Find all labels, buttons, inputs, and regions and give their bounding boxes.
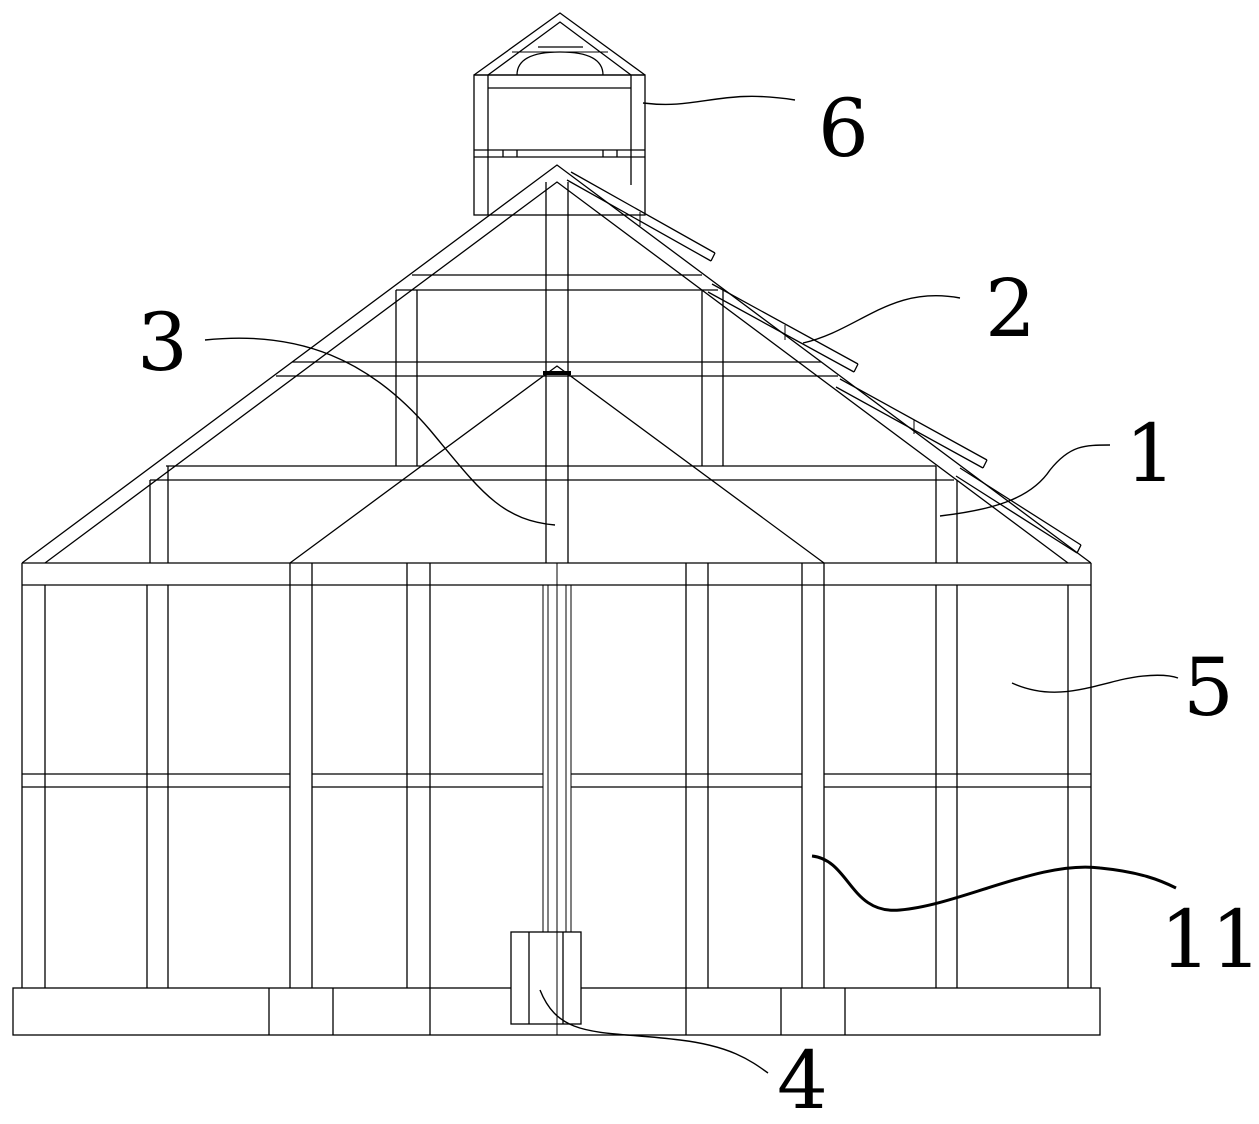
leader-3 xyxy=(204,337,556,526)
leader-4 xyxy=(539,989,769,1074)
leader-lines xyxy=(204,95,1179,1074)
leader-1 xyxy=(939,444,1111,517)
wall-frame xyxy=(21,563,1092,1035)
base-unit xyxy=(510,931,582,1025)
inner-gable xyxy=(289,365,825,564)
label-2: 2 xyxy=(985,262,1036,355)
label-4: 4 xyxy=(777,1034,828,1124)
leader-6 xyxy=(642,95,796,106)
label-6: 6 xyxy=(818,82,869,175)
label-11: 11 xyxy=(1160,893,1259,986)
label-3: 3 xyxy=(137,296,188,389)
ventilation-tower xyxy=(473,12,646,216)
main-roof xyxy=(21,164,1092,564)
reference-labels: 6 2 3 1 5 11 4 xyxy=(137,82,1259,1124)
leader-5 xyxy=(1011,674,1179,693)
label-5: 5 xyxy=(1183,641,1234,734)
label-1: 1 xyxy=(1125,407,1176,500)
leader-2 xyxy=(802,295,961,344)
leader-11 xyxy=(811,854,1177,912)
solar-panels xyxy=(566,171,1082,554)
